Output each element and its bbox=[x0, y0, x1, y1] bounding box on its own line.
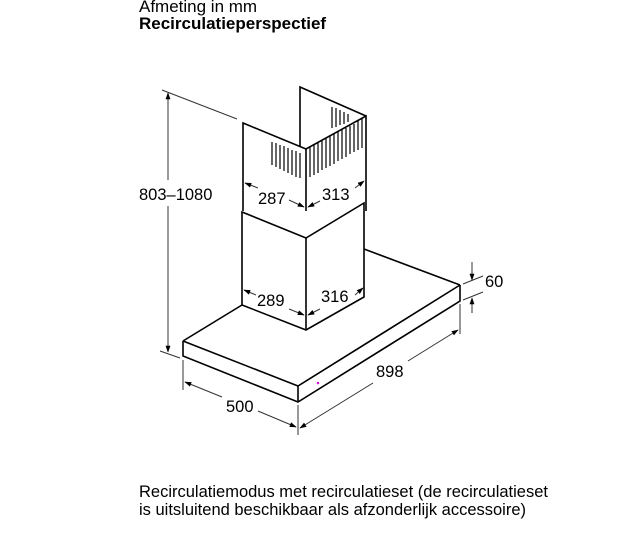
upper-chimney-left-label: 287 bbox=[258, 190, 286, 208]
width-label: 898 bbox=[376, 363, 404, 381]
width-dimension bbox=[297, 304, 461, 435]
upper-chimney-right-label: 313 bbox=[322, 186, 350, 204]
height-range-label: 803–1080 bbox=[139, 186, 212, 204]
view-title: Recirculatieperspectief bbox=[139, 14, 327, 33]
lower-chimney-right-label: 316 bbox=[321, 288, 349, 306]
thickness-label: 60 bbox=[485, 273, 503, 291]
depth-label: 500 bbox=[226, 398, 254, 416]
lower-chimney bbox=[241, 201, 365, 331]
hood-body bbox=[182, 248, 461, 403]
indicator-light bbox=[316, 381, 320, 385]
depth-dimension bbox=[182, 360, 297, 428]
caption: Recirculatiemodus met recirculatieset (d… bbox=[139, 483, 548, 519]
thickness-dimension bbox=[462, 262, 484, 313]
upper-chimney bbox=[242, 85, 367, 211]
vent-slots bbox=[271, 107, 363, 178]
units-label: Afmeting in mm bbox=[139, 0, 258, 16]
lower-chimney-left-label: 289 bbox=[257, 292, 285, 310]
height-dimension bbox=[159, 89, 238, 359]
